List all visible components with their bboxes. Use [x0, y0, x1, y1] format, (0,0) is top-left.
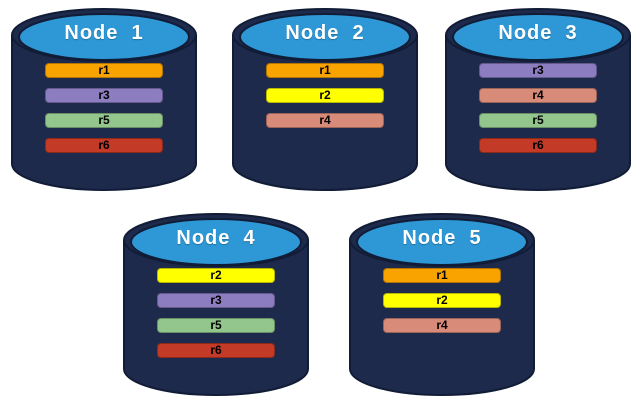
- node-2-title: Node 2: [285, 22, 365, 44]
- replica-bar-r6: r6: [479, 138, 597, 153]
- replica-label: r4: [319, 113, 331, 127]
- replica-label: r6: [532, 138, 544, 152]
- replica-label: r6: [210, 343, 222, 357]
- replica-bar-r2: r2: [383, 293, 501, 308]
- replica-label: r3: [98, 88, 110, 102]
- node-4-title: Node 4: [176, 227, 256, 249]
- node-4: Node 4 r2 r3 r5 r6: [121, 212, 311, 398]
- replica-label: r1: [319, 63, 331, 77]
- replica-bar-r6: r6: [45, 138, 163, 153]
- replica-bar-r3: r3: [157, 293, 275, 308]
- node-1-replicas: r1 r3 r5 r6: [45, 63, 163, 153]
- replica-label: r5: [98, 113, 110, 127]
- replica-label: r6: [98, 138, 110, 152]
- replica-label: r2: [436, 293, 448, 307]
- replica-bar-r6: r6: [157, 343, 275, 358]
- node-3: Node 3 r3 r4 r5 r6: [443, 7, 633, 193]
- replica-bar-r1: r1: [45, 63, 163, 78]
- replica-bar-r2: r2: [157, 268, 275, 283]
- replica-label: r2: [319, 88, 331, 102]
- replica-bar-r3: r3: [479, 63, 597, 78]
- replica-bar-r5: r5: [157, 318, 275, 333]
- node-3-replicas: r3 r4 r5 r6: [479, 63, 597, 153]
- replica-bar-r3: r3: [45, 88, 163, 103]
- replica-bar-r2: r2: [266, 88, 384, 103]
- node-1-title: Node 1: [64, 22, 144, 44]
- replica-bar-r4: r4: [479, 88, 597, 103]
- replica-label: r2: [210, 268, 222, 282]
- replica-bar-r4: r4: [383, 318, 501, 333]
- node-1: Node 1 r1 r3 r5 r6: [9, 7, 199, 193]
- node-4-replicas: r2 r3 r5 r6: [157, 268, 275, 358]
- node-2: Node 2 r1 r2 r4: [230, 7, 420, 193]
- replica-label: r4: [532, 88, 544, 102]
- replica-label: r5: [210, 318, 222, 332]
- replica-label: r5: [532, 113, 544, 127]
- replica-label: r1: [436, 268, 448, 282]
- replica-bar-r5: r5: [45, 113, 163, 128]
- node-2-replicas: r1 r2 r4: [266, 63, 384, 128]
- replica-bar-r1: r1: [383, 268, 501, 283]
- node-3-title: Node 3: [498, 22, 578, 44]
- node-5-replicas: r1 r2 r4: [383, 268, 501, 333]
- replica-bar-r4: r4: [266, 113, 384, 128]
- node-5-title: Node 5: [402, 227, 482, 249]
- replica-label: r1: [98, 63, 110, 77]
- node-5: Node 5 r1 r2 r4: [347, 212, 537, 398]
- replica-bar-r5: r5: [479, 113, 597, 128]
- replica-label: r3: [210, 293, 222, 307]
- replica-label: r4: [436, 318, 448, 332]
- database-cylinder-icon: [232, 8, 418, 191]
- replica-bar-r1: r1: [266, 63, 384, 78]
- replica-label: r3: [532, 63, 544, 77]
